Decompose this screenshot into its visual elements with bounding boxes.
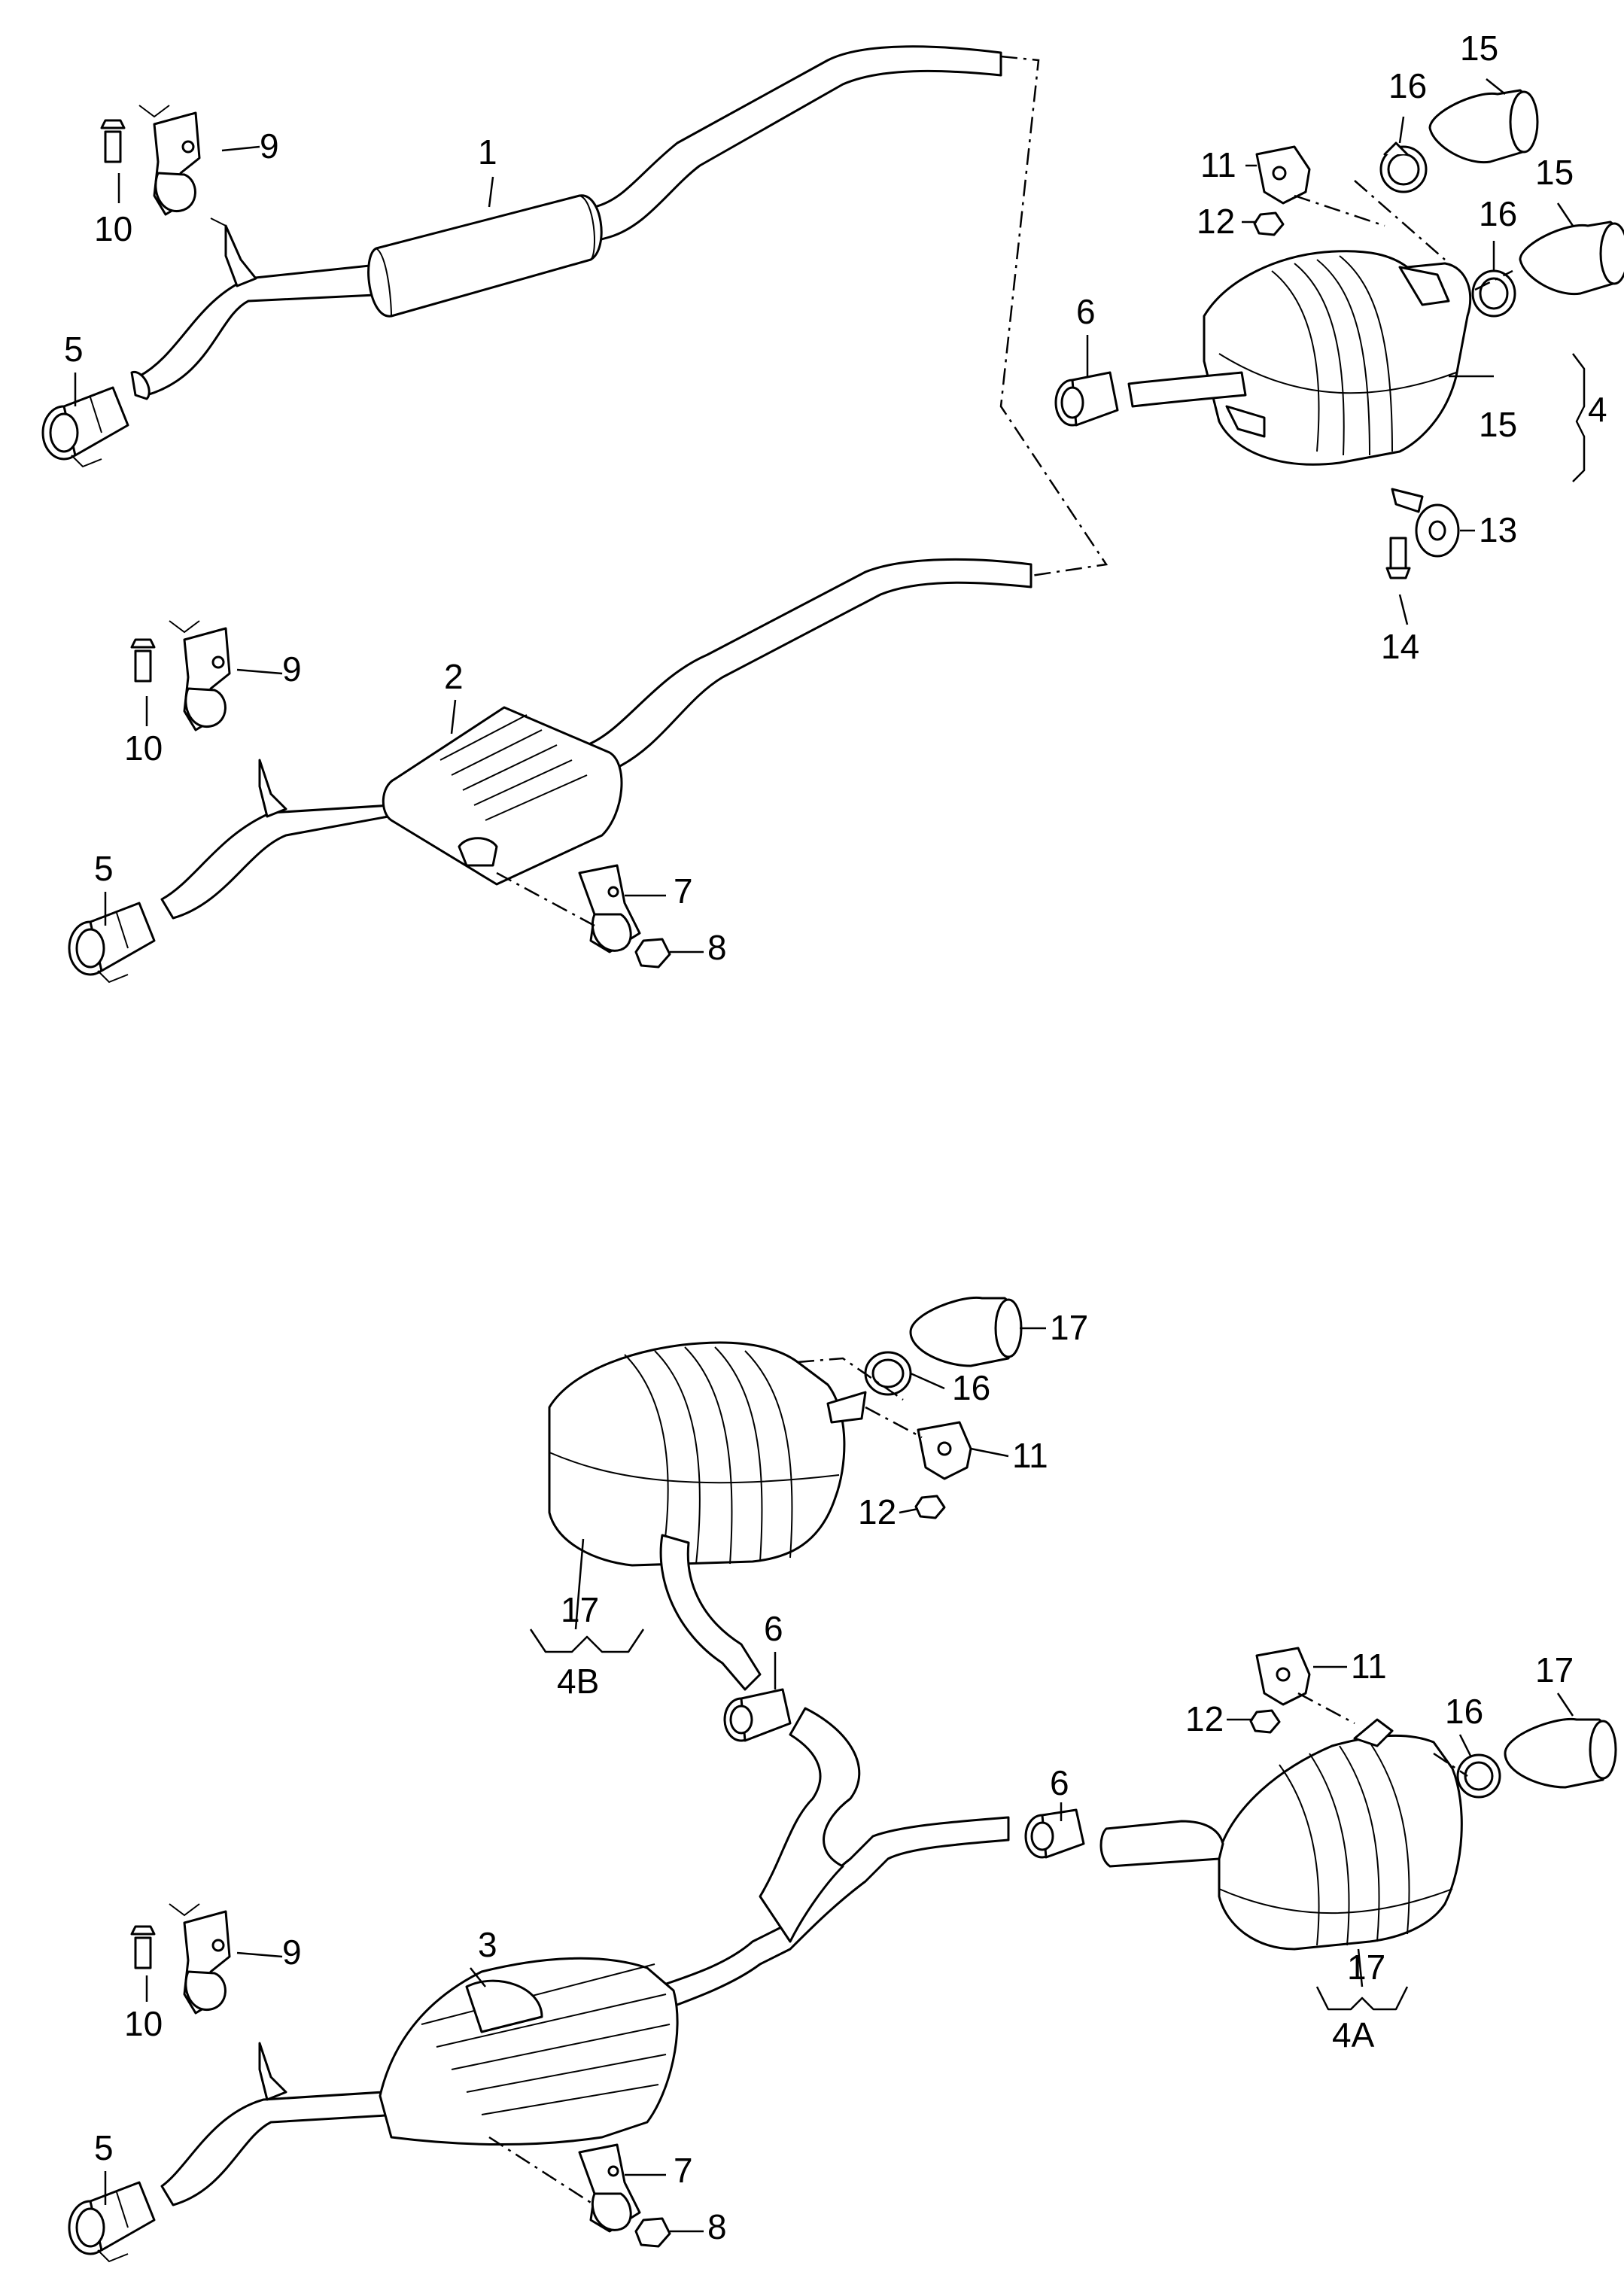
callout-7b: 7 [674, 2151, 693, 2190]
callout-12a: 12 [1197, 202, 1235, 241]
tail-pipe-tip-15b [1519, 220, 1624, 296]
callout-16d: 16 [1445, 1692, 1483, 1731]
bracket-11c [1255, 1647, 1311, 1706]
connector-line-11-tip [1294, 194, 1385, 227]
bolt-10a [100, 119, 126, 163]
clamp-ring-16b [1471, 269, 1516, 318]
callout-14: 14 [1381, 627, 1419, 666]
callout-11c: 11 [1351, 1647, 1387, 1686]
callout-13: 13 [1479, 510, 1517, 549]
rear-muffler-4 [1127, 250, 1472, 466]
callout-10c: 10 [124, 2004, 163, 2043]
callout-11b: 11 [1012, 1436, 1048, 1475]
callout-7a: 7 [674, 871, 693, 911]
pipe-clamp-5b [68, 902, 156, 984]
callout-6a: 6 [1076, 292, 1096, 331]
hanger-bracket-9b [169, 620, 287, 818]
bracket-11a [1255, 145, 1311, 205]
callout-1: 1 [478, 132, 497, 172]
callout-15b: 15 [1535, 153, 1574, 192]
callout-labels: 1 9 10 5 2 9 10 5 7 8 6 11 12 13 14 16 1… [64, 29, 1607, 2246]
bolt-10b [130, 638, 156, 683]
nut-12b [914, 1495, 946, 1519]
callout-11a: 11 [1200, 145, 1236, 184]
callout-15c: 15 [1479, 405, 1517, 444]
callout-16a: 16 [1388, 66, 1427, 105]
callout-5c: 5 [94, 2128, 114, 2167]
connector-line-4b-tip [797, 1357, 904, 1401]
callout-17d: 17 [1347, 1948, 1385, 1987]
pipe-clamp-5c [68, 2181, 156, 2263]
hanger-bracket-9c [169, 1903, 287, 2101]
bracket-11b [917, 1421, 972, 1480]
callout-4a: 4A [1332, 2015, 1375, 2054]
connector-line-tip15b [1474, 269, 1513, 291]
nut-8a [634, 938, 671, 969]
leader-lines [74, 78, 1586, 2233]
callout-17c: 17 [1535, 1650, 1574, 1689]
bolt-10c [130, 1925, 156, 1969]
callout-8b: 8 [707, 2207, 727, 2246]
callout-10b: 10 [124, 728, 163, 768]
pipe-clamp-6a [1054, 371, 1119, 427]
callout-9a: 9 [260, 126, 279, 166]
callout-8a: 8 [707, 928, 727, 967]
callout-12b: 12 [858, 1492, 896, 1531]
callout-9c: 9 [282, 1933, 302, 1972]
callout-17a: 17 [1050, 1308, 1088, 1347]
connector-line-1-4 [999, 55, 1109, 577]
nut-8b [634, 2217, 671, 2248]
callout-3: 3 [478, 1925, 497, 1964]
hanger-bracket-7b [578, 2143, 641, 2233]
callout-16b: 16 [1479, 194, 1517, 233]
connector-line-4a-11 [1297, 1692, 1355, 1725]
callout-17b: 17 [561, 1590, 599, 1629]
tail-pipe-tip-17a [909, 1296, 1023, 1367]
pipe-clamp-6c [1024, 1808, 1085, 1859]
callout-16c: 16 [952, 1368, 990, 1407]
callout-6c: 6 [1050, 1763, 1069, 1802]
pipe-clamp-5a [41, 386, 129, 468]
callout-2: 2 [444, 657, 464, 696]
connector-line-4b-11 [865, 1406, 923, 1439]
clamp-ring-16a [1379, 141, 1428, 193]
rear-muffler-4a [1099, 1718, 1463, 1951]
hanger-bracket-9a [138, 105, 257, 287]
front-pipe-assembly-2 [160, 558, 1032, 920]
callout-9b: 9 [282, 649, 302, 689]
callout-4: 4 [1588, 390, 1607, 429]
tail-pipe-tip-15a [1428, 89, 1539, 164]
front-pipe-assembly-1 [130, 45, 1002, 400]
callout-5a: 5 [64, 330, 84, 369]
connector-line-4a-tip [1433, 1752, 1468, 1778]
callout-12c: 12 [1185, 1699, 1224, 1738]
pipe-clamp-6b [723, 1688, 792, 1742]
connector-line-2-7 [496, 871, 595, 927]
callout-10a: 10 [94, 209, 132, 248]
callout-4b: 4B [557, 1662, 599, 1701]
connector-line-tip-muffler [1354, 180, 1446, 260]
clamp-ring-16d [1456, 1753, 1501, 1799]
callout-15a: 15 [1460, 29, 1498, 68]
rear-muffler-4b [548, 1341, 867, 1691]
connector-line-3-7 [488, 2136, 595, 2206]
callout-6b: 6 [764, 1609, 783, 1648]
callout-5b: 5 [94, 849, 114, 888]
front-pipe-assembly-3 [160, 1707, 1010, 2206]
rubber-damper-13 [1391, 488, 1460, 558]
nut-12a [1253, 211, 1285, 236]
nut-12c [1249, 1709, 1281, 1734]
tail-pipe-tip-17b [1504, 1717, 1617, 1789]
bolt-14 [1385, 537, 1411, 579]
clamp-ring-16c [864, 1351, 912, 1396]
hanger-bracket-7a [578, 864, 641, 953]
